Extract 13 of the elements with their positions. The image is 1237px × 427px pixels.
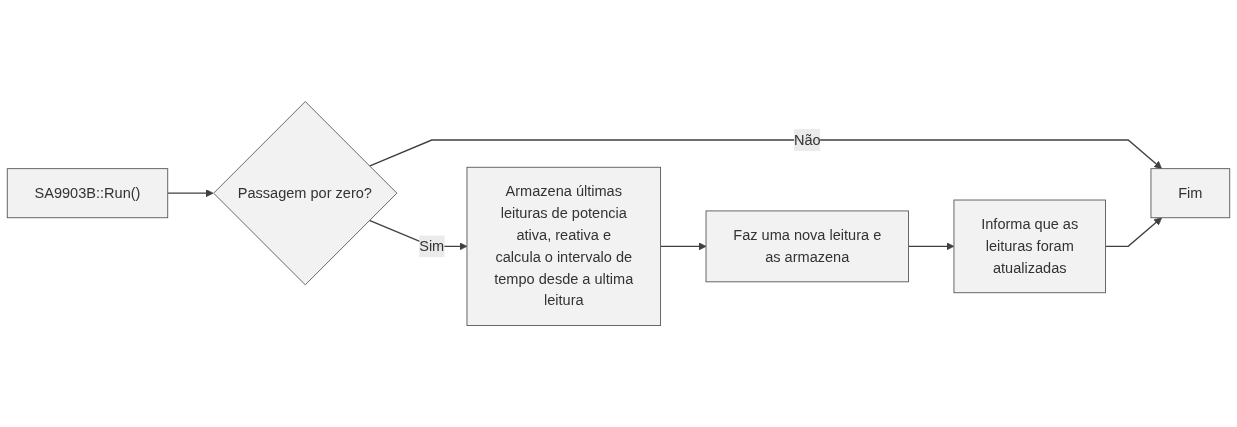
arrow (368, 139, 1163, 169)
node-box: Fim (1150, 168, 1231, 219)
arrow (1104, 217, 1163, 248)
arrow (167, 189, 214, 198)
arrow (907, 242, 955, 251)
node-box: Informa que as leituras foram atualizadas (953, 199, 1106, 294)
node-diamond: Passagem por zero? (213, 101, 398, 286)
node-box: Armazena últimas leituras de potencia ativa, reativa e calcula o intervalo de tempo desde a ultima leitura (466, 166, 662, 326)
edge-label: Sim (419, 238, 445, 254)
node-box: Faz uma nova leitura e as armazena (705, 210, 909, 283)
arrow (659, 242, 707, 251)
node-box: SA9903B::Run() (6, 168, 169, 219)
edge-label: Não (793, 131, 821, 148)
